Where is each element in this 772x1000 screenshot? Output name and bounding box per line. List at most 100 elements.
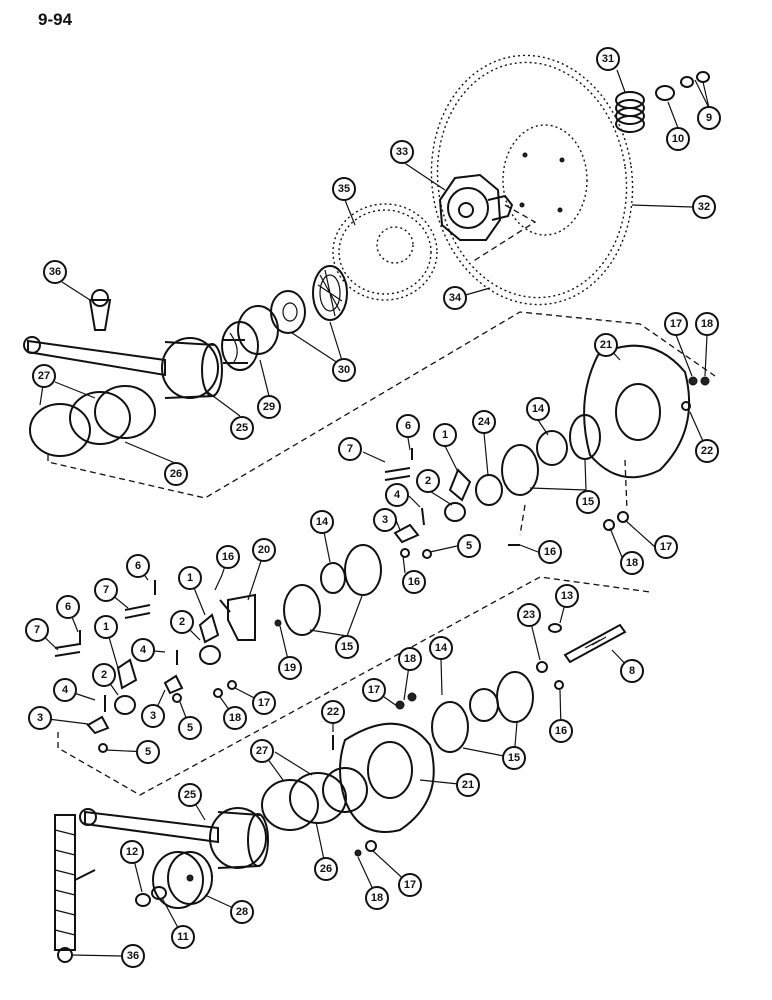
nut-part <box>688 376 698 386</box>
clutch-hub-part <box>221 305 279 371</box>
nut-part <box>603 519 615 531</box>
svg-text:4: 4 <box>140 644 147 656</box>
flywheel-part <box>430 54 634 306</box>
svg-text:1: 1 <box>103 621 109 633</box>
svg-text:30: 30 <box>338 364 350 376</box>
bearing-part <box>320 562 346 594</box>
svg-text:28: 28 <box>236 906 248 918</box>
nut-part <box>227 680 237 690</box>
svg-text:3: 3 <box>382 514 388 526</box>
svg-text:25: 25 <box>236 422 248 434</box>
callout-6: 6 <box>56 595 80 619</box>
callout-10: 10 <box>666 127 690 151</box>
svg-text:26: 26 <box>320 863 332 875</box>
bolt-part <box>554 680 564 690</box>
flange-part <box>344 544 382 596</box>
callout-13: 13 <box>555 584 579 608</box>
gear-part <box>116 658 138 690</box>
pin-part <box>54 643 81 657</box>
svg-text:16: 16 <box>544 546 556 558</box>
svg-text:32: 32 <box>698 201 710 213</box>
callout-16: 16 <box>402 570 426 594</box>
svg-text:16: 16 <box>408 576 420 588</box>
bracket-part <box>227 593 256 641</box>
gear-part <box>199 645 221 665</box>
svg-text:31: 31 <box>602 53 614 65</box>
rod-end-part <box>54 814 96 963</box>
svg-text:8: 8 <box>629 665 635 677</box>
bearing-part <box>475 474 503 506</box>
svg-text:17: 17 <box>660 541 672 553</box>
svg-text:18: 18 <box>626 557 638 569</box>
svg-text:19: 19 <box>284 662 296 674</box>
callout-33: 33 <box>390 140 414 164</box>
callout-18: 18 <box>365 886 389 910</box>
svg-text:17: 17 <box>368 684 380 696</box>
svg-text:20: 20 <box>258 544 270 556</box>
callout-30: 30 <box>332 358 356 382</box>
svg-text:27: 27 <box>38 370 50 382</box>
svg-text:12: 12 <box>126 846 138 858</box>
nut-part <box>422 549 432 559</box>
bearing-part <box>536 430 568 466</box>
callout-34: 34 <box>443 286 467 310</box>
callout-23: 23 <box>517 603 541 627</box>
callout-17: 17 <box>398 873 422 897</box>
svg-text:33: 33 <box>396 146 408 158</box>
callout-17: 17 <box>252 691 276 715</box>
callout-7: 7 <box>94 578 118 602</box>
callout-4: 4 <box>131 638 155 662</box>
svg-text:2: 2 <box>425 475 431 487</box>
gear-part <box>198 613 220 644</box>
rod-end-part <box>88 289 112 331</box>
callout-12: 12 <box>120 840 144 864</box>
callout-29: 29 <box>257 395 281 419</box>
svg-text:18: 18 <box>404 653 416 665</box>
flange-part <box>431 701 469 753</box>
callout-8: 8 <box>620 659 644 683</box>
snap-ring-part <box>29 385 156 457</box>
callout-1: 1 <box>178 566 202 590</box>
callout-17: 17 <box>654 535 678 559</box>
gear-part <box>114 695 136 715</box>
callout-5: 5 <box>136 740 160 764</box>
svg-text:17: 17 <box>404 879 416 891</box>
svg-text:15: 15 <box>341 641 353 653</box>
leader-lines <box>36 69 710 957</box>
svg-text:36: 36 <box>127 950 139 962</box>
washer-part <box>151 886 167 900</box>
callout-18: 18 <box>398 647 422 671</box>
bolt-part <box>421 507 425 526</box>
svg-text:5: 5 <box>466 540 472 552</box>
callout-16: 16 <box>538 540 562 564</box>
svg-text:29: 29 <box>263 401 275 413</box>
nut-part <box>617 511 629 523</box>
nut-part <box>696 71 710 83</box>
washer-part <box>655 85 675 101</box>
callout-11: 11 <box>171 925 195 949</box>
callout-6: 6 <box>396 414 420 438</box>
bearing-plate-part <box>583 344 691 479</box>
spring-part <box>615 91 645 133</box>
bolt-part <box>219 599 231 613</box>
callout-16: 16 <box>549 719 573 743</box>
flange-part <box>496 671 534 723</box>
svg-text:27: 27 <box>256 745 268 757</box>
callout-14: 14 <box>526 397 550 421</box>
svg-text:2: 2 <box>101 669 107 681</box>
lower-connecting-rod-part <box>79 807 269 869</box>
pin-part <box>124 604 151 619</box>
callout-21: 21 <box>456 773 480 797</box>
svg-text:18: 18 <box>229 712 241 724</box>
bearing-part <box>469 688 499 722</box>
callout-22: 22 <box>695 439 719 463</box>
svg-text:1: 1 <box>187 572 193 584</box>
callout-15: 15 <box>576 490 600 514</box>
svg-text:18: 18 <box>371 892 383 904</box>
svg-text:34: 34 <box>449 292 462 304</box>
flange-part <box>501 444 539 496</box>
pulley-plate-part <box>332 203 438 301</box>
svg-text:9: 9 <box>706 112 712 124</box>
svg-text:7: 7 <box>103 584 109 596</box>
svg-text:26: 26 <box>170 468 182 480</box>
